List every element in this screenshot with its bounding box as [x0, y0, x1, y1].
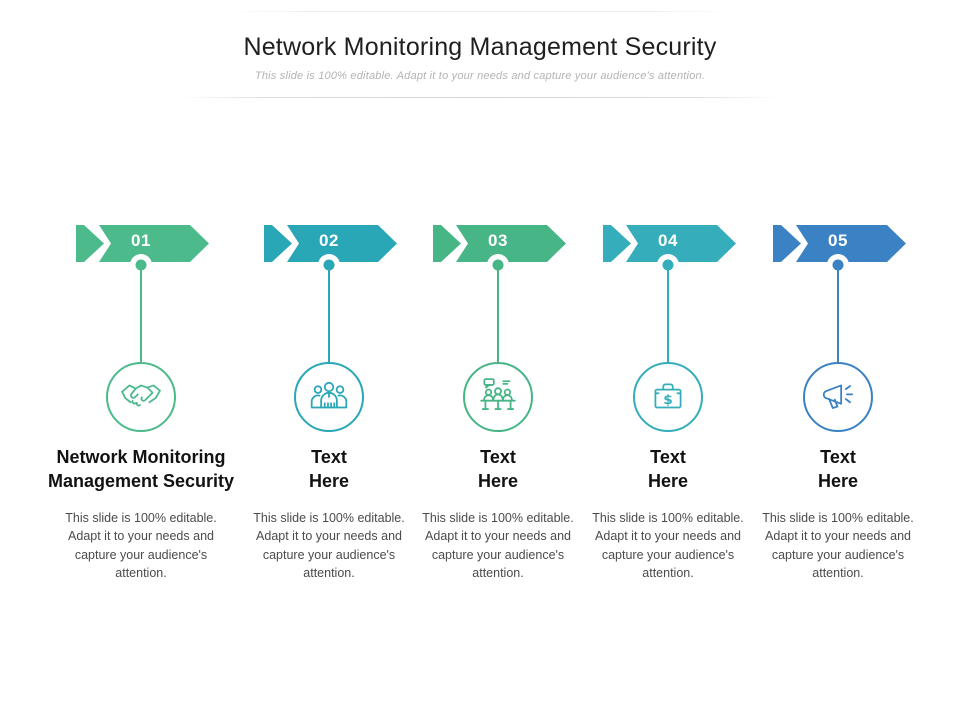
step-number: 04	[658, 231, 678, 250]
connector-line	[837, 270, 839, 363]
step-number: 01	[131, 231, 151, 250]
divider-line	[180, 97, 780, 98]
step-heading-line1: Text	[820, 447, 856, 467]
step-heading-line2: Management Security	[47, 470, 235, 491]
step-arrow-banner	[264, 225, 397, 276]
connector-line	[140, 270, 142, 363]
connector-line	[667, 270, 669, 363]
step-heading-line1: Network Monitoring	[56, 447, 226, 467]
connector-line	[497, 270, 499, 363]
step-description: This slide is 100% editable. Adapt it to…	[422, 511, 574, 580]
slide-subtitle: This slide is 100% editable. Adapt it to…	[254, 70, 706, 82]
step-heading: Network Monitoring Management Security	[39, 446, 243, 494]
step-heading: Text Here	[736, 446, 940, 494]
step-column-05: 05 Text Here This slide is 100% editable…	[748, 225, 928, 595]
icon-circle	[294, 362, 364, 432]
step-column-02: 02 Text Here This slide is 100% editable…	[239, 225, 419, 595]
step-heading-line1: Text	[480, 447, 516, 467]
step-number: 02	[319, 231, 339, 250]
step-heading-line2: Here	[477, 470, 519, 491]
step-heading: Text Here	[396, 446, 600, 494]
icon-circle	[803, 362, 873, 432]
step-heading-line2: Here	[647, 470, 689, 491]
step-column-03: 03 Text Here This slide is 100% edita	[408, 225, 588, 595]
meeting-icon	[480, 378, 516, 410]
step-column-04: 04 $ Text Here This slide is 100% editab…	[578, 225, 758, 595]
step-description: This slide is 100% editable. Adapt it to…	[65, 511, 217, 580]
money-briefcase-icon: $	[654, 383, 682, 409]
svg-text:$: $	[663, 392, 673, 408]
step-description: This slide is 100% editable. Adapt it to…	[592, 511, 744, 580]
slide-title: Network Monitoring Management Security	[243, 33, 717, 61]
connector-line	[328, 270, 330, 363]
step-heading-line2: Here	[308, 470, 350, 491]
icon-circle	[463, 362, 533, 432]
step-description: This slide is 100% editable. Adapt it to…	[253, 511, 405, 580]
step-arrow-banner	[433, 225, 566, 276]
step-arrow-banner	[603, 225, 736, 276]
top-border-line	[230, 11, 730, 12]
icon-circle	[106, 362, 176, 432]
step-heading-line2: Here	[817, 470, 859, 491]
step-column-01: 01 Network Monitoring Management Securit…	[48, 225, 234, 595]
step-arrow-banner	[76, 225, 209, 276]
step-number: 03	[488, 231, 508, 250]
megaphone-icon	[822, 384, 854, 409]
step-arrow-banner	[773, 225, 906, 276]
step-heading-line1: Text	[650, 447, 686, 467]
handshake-icon	[121, 384, 161, 407]
icon-circle: $	[633, 362, 703, 432]
step-number: 05	[828, 231, 848, 250]
step-description: This slide is 100% editable. Adapt it to…	[762, 511, 914, 580]
team-icon	[310, 381, 348, 409]
step-heading: Text Here	[227, 446, 431, 494]
step-heading-line1: Text	[311, 447, 347, 467]
step-heading: Text Here	[566, 446, 770, 494]
